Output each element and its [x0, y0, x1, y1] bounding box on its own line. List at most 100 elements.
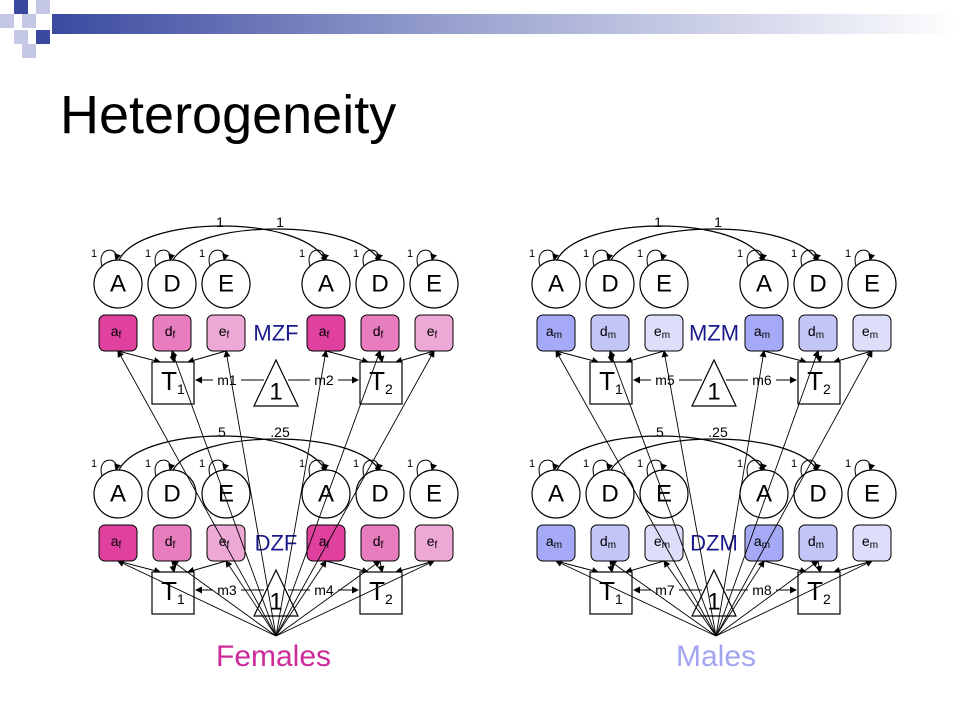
variance-label: 1: [199, 458, 205, 470]
mean-label: m3: [217, 582, 237, 598]
mean-label: m1: [217, 372, 237, 388]
path-coefficient-label: ef: [219, 533, 230, 551]
variance-loop: [854, 459, 876, 477]
latent-label-a: A: [318, 271, 334, 298]
phenotype-box-t1: [151, 571, 195, 615]
latent-factor-circle: [355, 469, 405, 519]
variance-loop: [416, 249, 438, 267]
path-coefficient-label-letter: a: [546, 323, 554, 339]
mean-label-bg: [310, 372, 338, 388]
path-arrow: [555, 560, 599, 574]
latent-factor-circle: [639, 469, 689, 519]
covariance-arc: [604, 438, 819, 479]
equality-constraint-line: [223, 350, 277, 637]
path-arrow: [625, 350, 665, 364]
path-coefficient-label: am: [546, 533, 562, 551]
path-coefficient-label: df: [165, 533, 176, 551]
path-coefficient-label: af: [111, 323, 122, 341]
variance-label: 1: [353, 458, 359, 470]
latent-factor-circle: [301, 259, 351, 309]
latent-factor-circle: [585, 469, 635, 519]
path-coefficient-label-subscript: f: [173, 540, 176, 551]
header-square: [22, 14, 36, 28]
header-bar: [0, 0, 960, 58]
latent-label-a: A: [548, 271, 564, 298]
header-square: [0, 14, 14, 28]
path-arrow: [763, 350, 807, 364]
variance-label: 1: [737, 248, 743, 260]
latent-label-e: E: [426, 481, 442, 508]
latent-factor-circle: [201, 469, 251, 519]
caption-females: Females: [216, 640, 332, 673]
latent-factor-circle: [739, 259, 789, 309]
phenotype-label-t1-letter: T: [161, 576, 177, 606]
phenotype-label-t1-subscript: 1: [177, 591, 185, 607]
latent-label-d: D: [371, 481, 388, 508]
path-coefficient-label-subscript: m: [816, 540, 824, 551]
variance-loop: [362, 459, 384, 477]
path-coefficient-label-subscript: f: [327, 330, 330, 341]
variance-label: 1: [299, 458, 305, 470]
mean-label: m5: [655, 372, 675, 388]
phenotype-label-t2-subscript: 2: [385, 381, 393, 397]
path-coefficient-label-subscript: m: [554, 540, 562, 551]
covariance-label: 1: [714, 214, 722, 230]
path-coefficient-label: ef: [427, 323, 438, 341]
path-coefficient-label-letter: a: [319, 323, 327, 339]
covariance-label: 1: [216, 214, 224, 230]
equality-constraint-line: [609, 560, 717, 637]
variance-loop: [800, 249, 822, 267]
path-arrow: [555, 350, 599, 364]
mean-label-bg: [748, 372, 776, 388]
caption-males: Males: [676, 640, 757, 673]
latent-factor-circle: [639, 259, 689, 309]
variance-label: 1: [299, 248, 305, 260]
path-coefficient-label: af: [319, 323, 330, 341]
latent-label-e: E: [864, 481, 880, 508]
path-coefficient-label: am: [546, 323, 562, 341]
variance-loop: [592, 459, 614, 477]
latent-label-d: D: [809, 271, 826, 298]
phenotype-label-t1-letter: T: [599, 366, 615, 396]
path-coefficient-label-subscript: f: [173, 330, 176, 341]
latent-factor-circle: [531, 259, 581, 309]
variance-loop: [100, 459, 122, 477]
variance-label: 1: [145, 458, 151, 470]
mean-label-bg: [213, 372, 241, 388]
phenotype-label-t1: T1: [599, 366, 623, 397]
phenotype-label-t2: T2: [369, 576, 393, 607]
variance-loop: [308, 249, 330, 267]
covariance-arc: [112, 435, 327, 479]
covariance-arc: [112, 225, 327, 269]
equality-constraint-line: [225, 560, 277, 637]
latent-factor-circle: [301, 469, 351, 519]
path-coefficient-label-letter: a: [111, 323, 119, 339]
latent-factor-circle: [147, 259, 197, 309]
equality-constraint-line: [715, 350, 767, 637]
variance-label: 1: [791, 458, 797, 470]
latent-factor-circle: [93, 259, 143, 309]
phenotype-box-t1: [589, 361, 633, 405]
latent-label-d: D: [601, 271, 618, 298]
path-coefficient-label-subscript: m: [608, 540, 616, 551]
equality-constraint-line: [661, 350, 717, 637]
path-coefficient-label: ef: [427, 533, 438, 551]
latent-label-a: A: [756, 481, 772, 508]
mean-label: m6: [752, 372, 772, 388]
path-coefficient-label-subscript: m: [554, 330, 562, 341]
mean-node-label: 1: [269, 589, 282, 616]
path-coefficient-label-letter: e: [219, 533, 227, 549]
path-arrow: [187, 560, 227, 574]
mean-label-bg: [310, 582, 338, 598]
path-coefficient-label: af: [319, 533, 330, 551]
path-coefficient-label-letter: e: [219, 323, 227, 339]
path-coefficient-label-subscript: f: [227, 330, 230, 341]
panel-dzm: .5.251A1D1E1A1D1EamdmemamdmemDZMT1T21m7m…: [529, 424, 897, 617]
mean-triangle: [691, 358, 737, 407]
equality-constraint-line: [275, 560, 381, 637]
path-coefficient-label-letter: a: [754, 533, 762, 549]
path-coefficient-label-letter: d: [808, 533, 816, 549]
variance-label: 1: [199, 248, 205, 260]
path-arrow: [325, 350, 369, 364]
